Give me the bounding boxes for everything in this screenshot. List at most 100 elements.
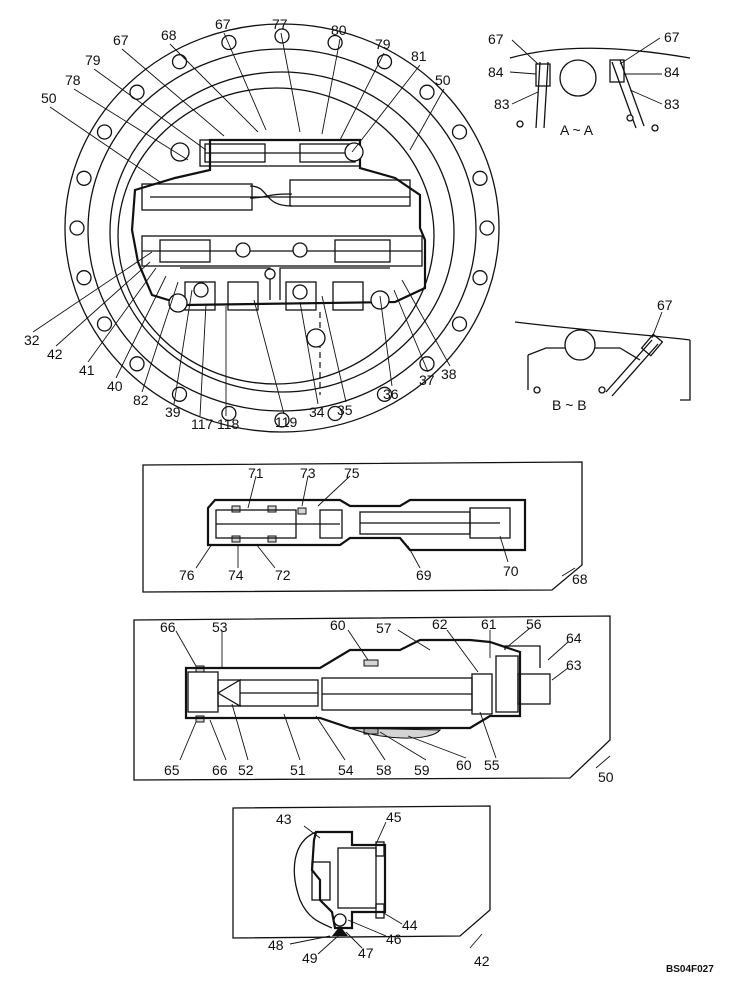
flange-bolt-hole — [76, 170, 92, 186]
section-aa-label-83b: 83 — [664, 96, 680, 112]
main-callout-leader — [223, 32, 267, 131]
main-callout-leader — [199, 303, 207, 417]
detail-42-label-45: 45 — [386, 809, 402, 825]
main-callout-leader — [351, 64, 421, 153]
flange-bolt-hole — [274, 412, 290, 428]
main-callout-leader — [299, 301, 319, 405]
section-bb-caption: B ~ B — [552, 397, 587, 413]
main-callout-label: 117 — [191, 416, 214, 432]
drawing-code: BS04F027 — [666, 964, 714, 975]
detail-42-ref: 42 — [474, 953, 490, 969]
flange-bolt-hole — [472, 170, 488, 186]
main-callout-label: 77 — [272, 16, 288, 32]
main-callout-leader — [339, 52, 385, 141]
main-callout-leader — [87, 267, 157, 363]
detail-68-label-73: 73 — [300, 465, 316, 481]
main-callout-label: 36 — [383, 386, 399, 402]
flange-bolt-hole — [129, 84, 145, 100]
main-callout-label: 42 — [47, 346, 63, 362]
section-aa-view — [509, 37, 691, 132]
detail-50-label-58: 58 — [376, 762, 392, 778]
detail-50-label-55: 55 — [484, 757, 500, 773]
main-callout-label: 82 — [133, 392, 149, 408]
detail-50-label-56: 56 — [526, 616, 542, 632]
detail-68-label-75: 75 — [344, 465, 360, 481]
detail-50-view — [133, 615, 611, 781]
flange-bolt-hole — [479, 220, 495, 236]
detail-50-label-51: 51 — [290, 762, 306, 778]
detail-68-label-74: 74 — [228, 567, 244, 583]
main-callout-label: 79 — [375, 36, 391, 52]
main-callout-leader — [409, 88, 445, 151]
detail-50-label-63: 63 — [566, 657, 582, 673]
detail-68-label-70: 70 — [503, 563, 519, 579]
detail-68-label-76: 76 — [179, 567, 195, 583]
section-aa-label-83a: 83 — [494, 96, 510, 112]
flange-bolt-hole — [171, 54, 188, 70]
main-callout-label: 40 — [107, 378, 123, 394]
main-callout-leader — [55, 261, 151, 347]
main-callout-label: 78 — [65, 72, 81, 88]
detail-50-ref: 50 — [598, 769, 614, 785]
main-callout-leader — [115, 275, 167, 379]
flange-bolt-hole — [451, 124, 468, 140]
flange-bolt-holes — [69, 28, 495, 428]
main-leaders — [32, 32, 451, 417]
detail-68-label-72: 72 — [275, 567, 291, 583]
flange-bolt-hole — [76, 270, 92, 286]
detail-50-label-57: 57 — [376, 620, 392, 636]
main-callout-label: 35 — [337, 402, 353, 418]
main-callout-label: 119 — [275, 414, 298, 430]
main-callout-label: 39 — [165, 404, 181, 420]
detail-42-label-48: 48 — [268, 937, 284, 953]
main-callout-leader — [253, 299, 285, 415]
detail-50-label-61: 61 — [481, 616, 497, 632]
main-callout-label: 50 — [41, 90, 57, 106]
main-callout-leader — [141, 281, 179, 393]
main-callout-leader — [321, 295, 347, 403]
detail-68-ref: 68 — [572, 571, 588, 587]
main-callout-label: 32 — [24, 332, 40, 348]
detail-50-label-66a: 66 — [160, 619, 176, 635]
main-callout-label: 81 — [411, 48, 427, 64]
main-callout-label: 37 — [419, 372, 435, 388]
main-assembly-view — [64, 23, 500, 433]
flange-bolt-hole — [69, 220, 85, 236]
main-callout-label: 79 — [85, 52, 101, 68]
main-callout-leader — [93, 68, 207, 151]
detail-68-view — [142, 461, 583, 593]
detail-50-label-60a: 60 — [330, 617, 346, 633]
detail-50-label-62: 62 — [432, 616, 448, 632]
main-callout-leader — [73, 88, 189, 161]
main-callout-leader — [379, 295, 393, 387]
detail-50-label-53: 53 — [212, 619, 228, 635]
main-callout-label: 41 — [79, 362, 95, 378]
detail-42-label-47: 47 — [358, 945, 374, 961]
section-aa-caption: A ~ A — [560, 122, 594, 138]
flange-bolt-hole — [129, 356, 145, 372]
detail-42-label-43: 43 — [276, 811, 292, 827]
detail-68-label-71: 71 — [248, 465, 264, 481]
main-callout-label: 67 — [215, 16, 231, 32]
main-callout-leader — [121, 48, 225, 137]
main-callout-leader — [401, 279, 451, 367]
main-callout-label: 68 — [161, 27, 177, 43]
flange-bolt-hole — [96, 316, 113, 332]
flange-bolt-hole — [221, 405, 237, 422]
main-callout-leader — [32, 251, 153, 333]
section-bb-label-67: 67 — [657, 297, 673, 313]
flange-bolt-hole — [419, 84, 435, 100]
section-aa-label-67b: 67 — [664, 29, 680, 45]
main-callout-label: 50 — [435, 72, 451, 88]
detail-50-label-54: 54 — [338, 762, 354, 778]
flange-bolt-hole — [327, 405, 343, 422]
detail-50-label-52: 52 — [238, 762, 254, 778]
detail-50-label-60b: 60 — [456, 757, 472, 773]
main-callout-leader — [169, 43, 259, 133]
main-callout-label: 80 — [331, 22, 347, 38]
detail-50-label-64: 64 — [566, 630, 582, 646]
detail-42-view — [232, 805, 491, 955]
detail-42-label-46: 46 — [386, 931, 402, 947]
